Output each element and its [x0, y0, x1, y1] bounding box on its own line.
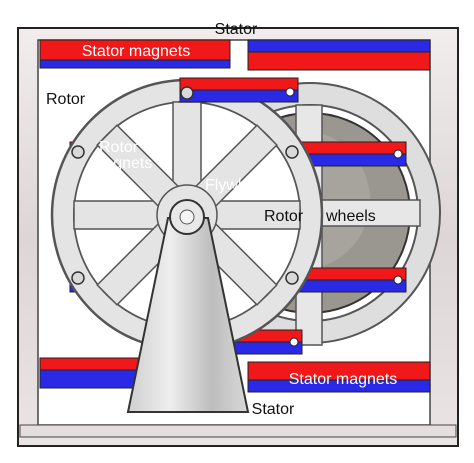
label-stator-top: Stator	[215, 21, 258, 38]
stator-magnet-bottom-right	[247, 361, 431, 393]
frame-base-strip	[19, 424, 457, 438]
stator-magnet-top-right	[247, 39, 431, 71]
stator-magnet-bottom-left	[39, 357, 141, 389]
rotor-magnet-right-lower	[287, 267, 407, 293]
stator-magnet-top-left	[39, 39, 231, 69]
label-rotor-wheels-b: wheels	[325, 208, 376, 225]
label-stator-magnets-bottom: Stator magnets	[289, 371, 398, 388]
rotor-magnet-top-center	[179, 77, 299, 103]
label-rotor-wheels-a: Rotor	[264, 208, 304, 225]
axle-center	[179, 209, 195, 225]
label-rotor-magnets-line2: magnets	[91, 155, 152, 172]
label-flywheel: Flywheel	[205, 177, 268, 194]
label-rotor-magnets-line1: Rotor	[99, 139, 139, 156]
rotor-magnet-right-upper	[287, 141, 407, 167]
label-stator-magnets-top: Stator magnets	[82, 43, 191, 60]
rim-bolts	[71, 86, 299, 285]
label-rotor: Rotor	[46, 91, 86, 108]
label-stator-bottom: Stator	[252, 401, 295, 418]
